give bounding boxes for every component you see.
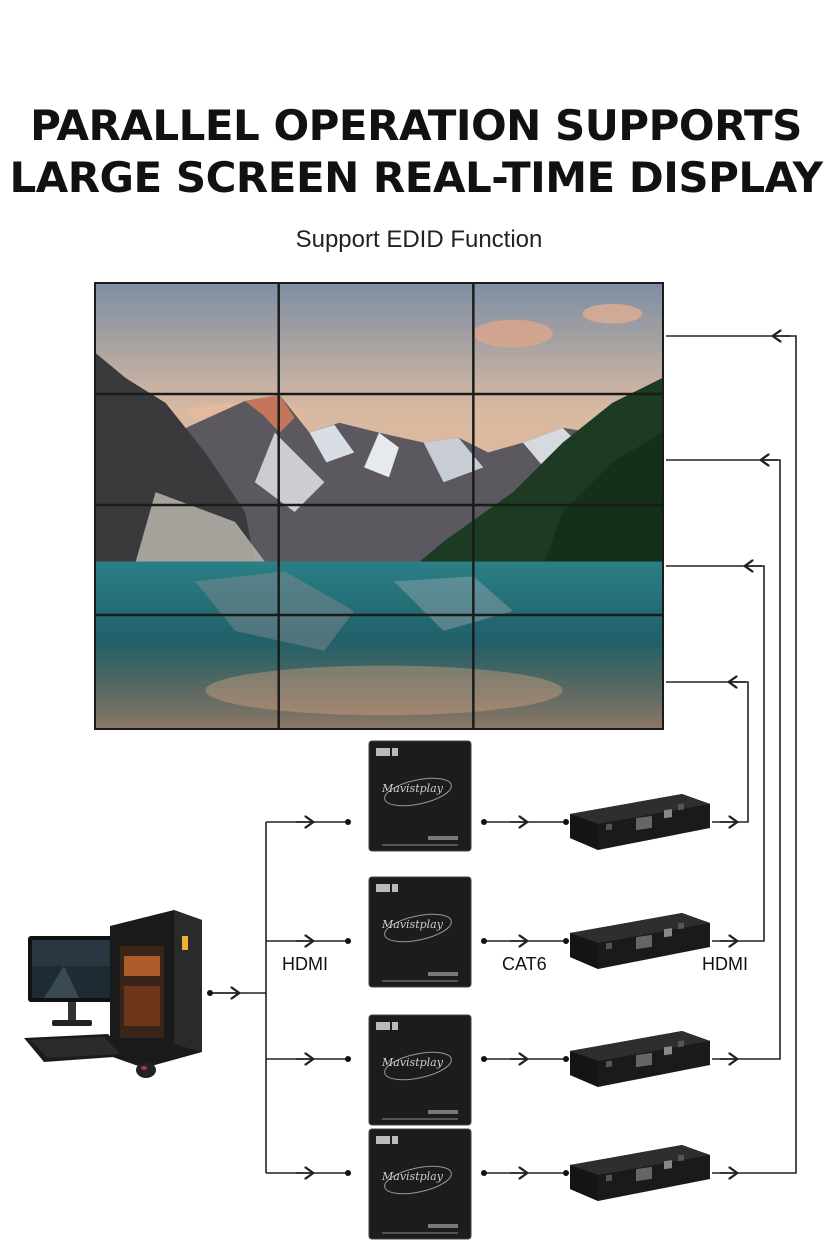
output-wire-row3 [666,565,765,942]
title-line-2: LARGE SCREEN REAL-TIME DISPLAY [9,153,823,202]
receiver-device [570,1145,710,1201]
page-title: PARALLEL OPERATION SUPPORTS LARGE SCREEN… [0,100,832,204]
transmitter-device: Mavistplay [368,1128,472,1240]
hdmi-input-label: HDMI [282,954,328,974]
receiver-device [570,1031,710,1087]
computer-icon [24,910,202,1078]
transmitter-brand-text: Mavistplay [381,782,444,795]
landscape-image [96,284,662,728]
transmitter-brand-text: Mavistplay [381,1170,444,1183]
transmitter-brand-text: Mavistplay [381,1056,444,1069]
cat6-label: CAT6 [502,954,547,974]
transmitter-device: Mavistplay [368,876,472,988]
output-wire-row1 [666,335,797,1174]
transmitter-brand-text: Mavistplay [381,918,444,931]
subtitle: Support EDID Function [295,226,543,253]
receiver-device [570,794,710,850]
title-line-1: PARALLEL OPERATION SUPPORTS [30,101,802,150]
receiver-device [570,913,710,969]
video-wall [94,282,664,730]
transmitter-device: Mavistplay [368,740,472,852]
transmitter-device: Mavistplay [368,1014,472,1126]
output-wire-row2 [666,459,781,1060]
hdmi-output-label: HDMI [702,954,748,974]
